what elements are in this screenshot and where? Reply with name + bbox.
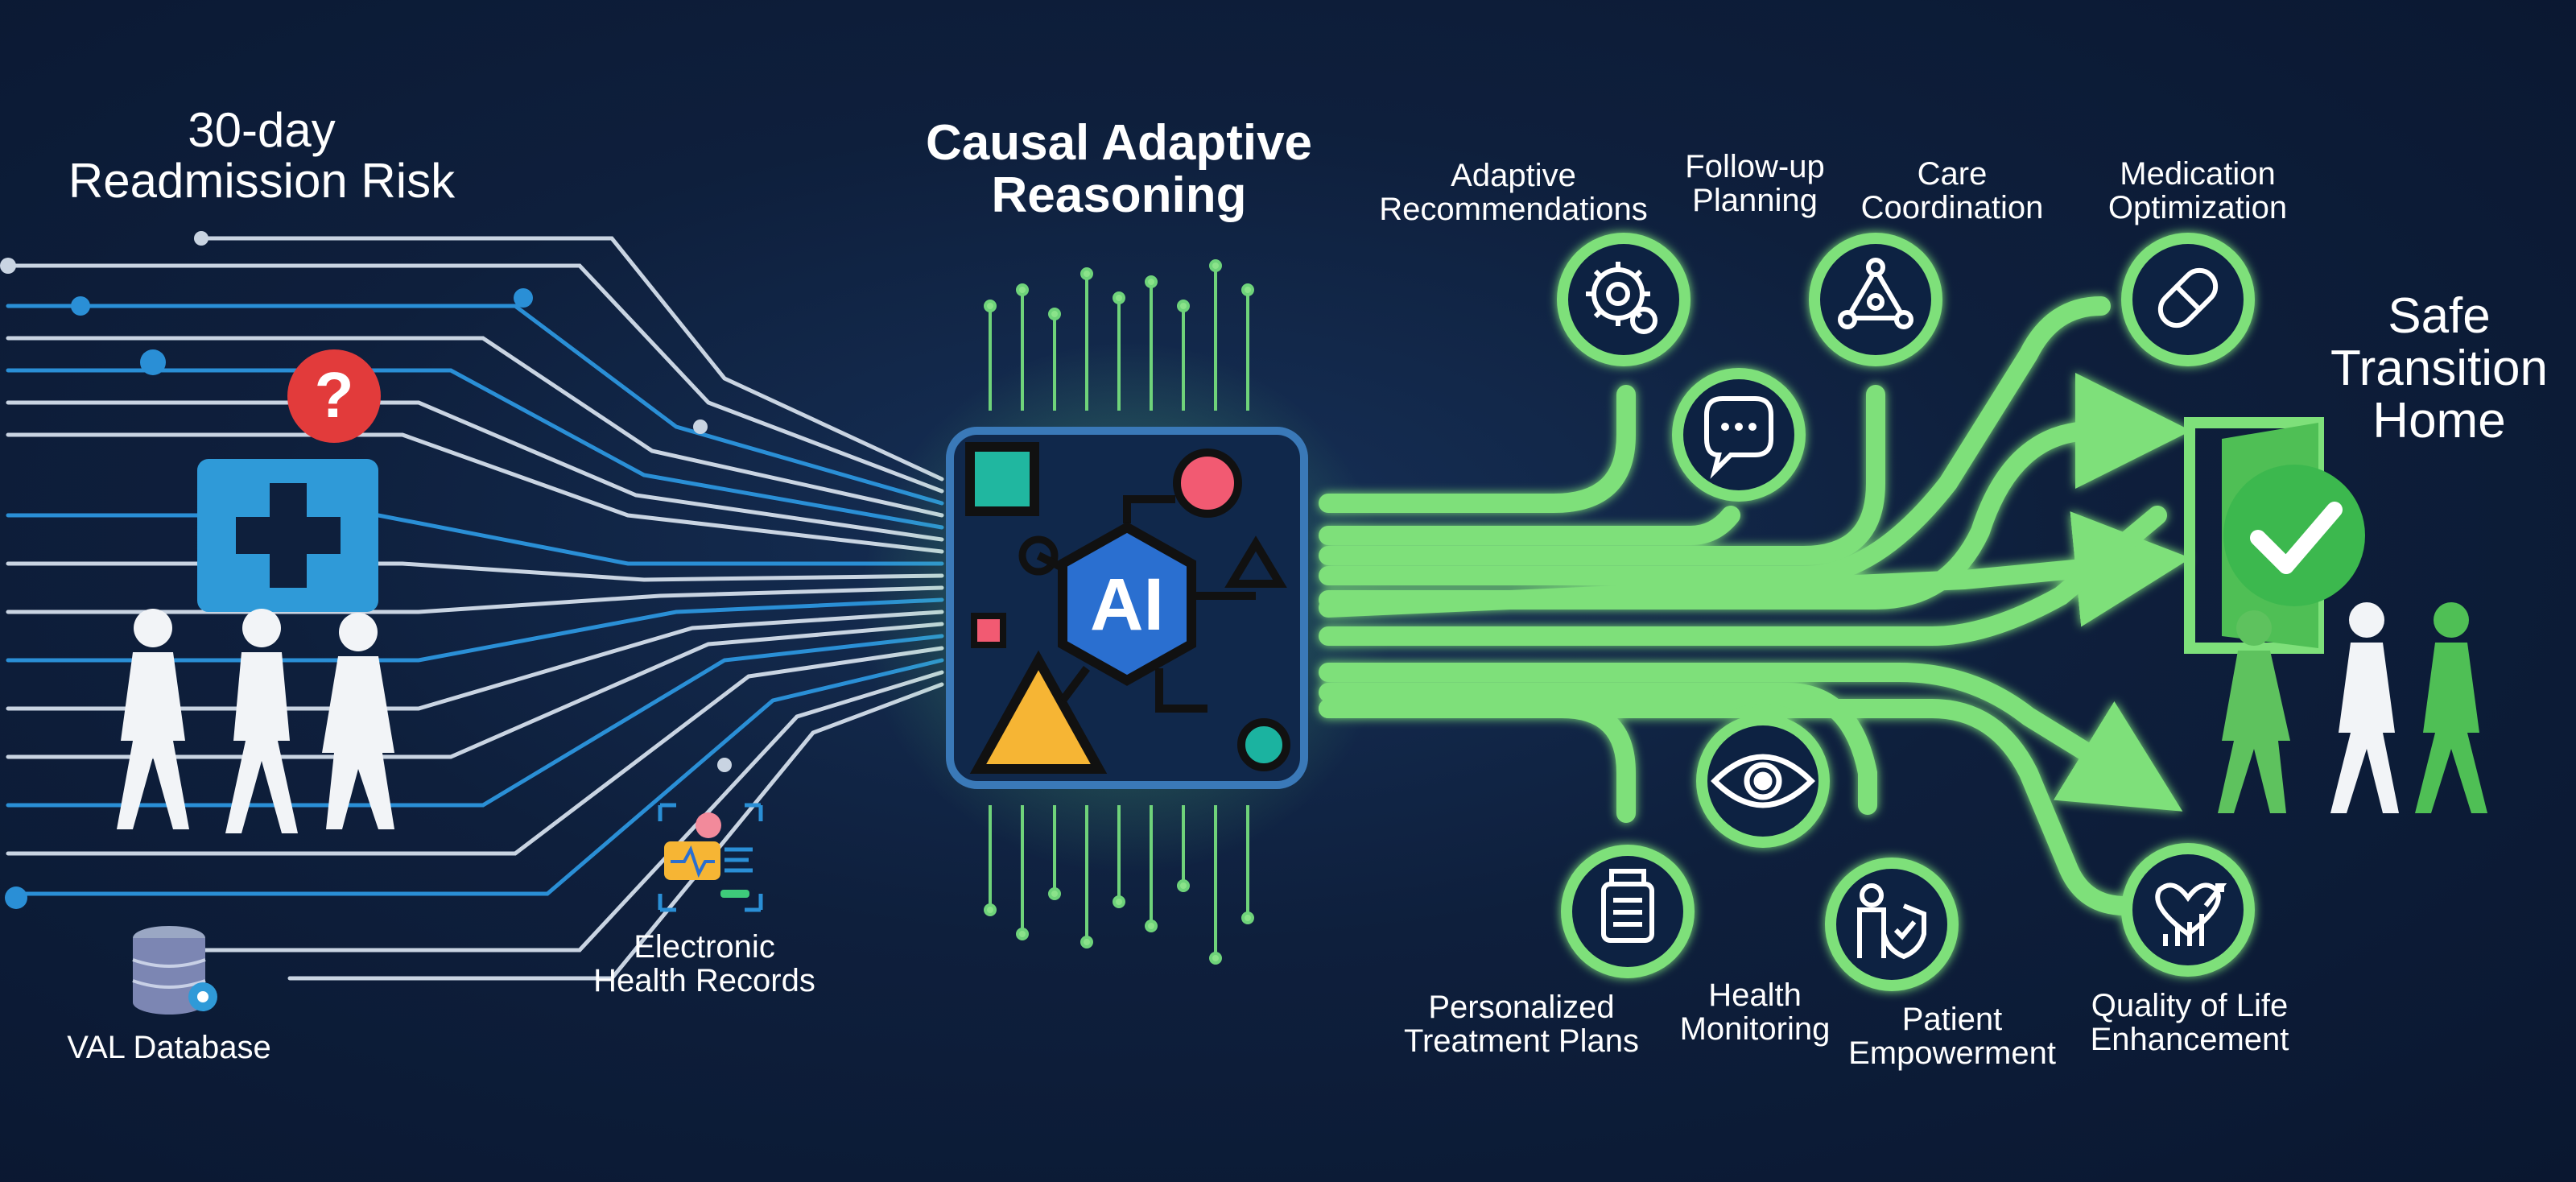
ai-chip: AI — [946, 427, 1308, 789]
person-shield-icon — [1857, 883, 1926, 960]
checkmark-icon — [2223, 465, 2365, 606]
pill-icon — [2157, 267, 2219, 329]
chip-pins — [984, 259, 1254, 965]
medicine-bottle-icon — [1601, 869, 1654, 943]
gear-icon — [1586, 262, 1657, 334]
svg-text:?: ? — [315, 359, 354, 431]
ehr-monitor-icon — [658, 803, 763, 912]
green-output-paths — [1319, 296, 2191, 915]
eye-icon — [1711, 754, 1815, 808]
network-icon — [1838, 258, 1913, 329]
patient-figures-icon — [117, 609, 394, 833]
chip-ai-badge: AI — [1090, 564, 1164, 646]
node-circles — [1557, 233, 2255, 991]
question-mark-icon: ? — [287, 349, 381, 443]
departing-patients-icon — [2218, 602, 2487, 813]
chat-bubble-icon — [1704, 396, 1773, 479]
database-label: VAL Database — [67, 1030, 271, 1065]
heart-chart-icon — [2155, 882, 2227, 946]
left-circuit-lines — [0, 231, 944, 981]
hospital-cross-icon — [197, 459, 378, 612]
database-icon — [132, 926, 217, 1015]
